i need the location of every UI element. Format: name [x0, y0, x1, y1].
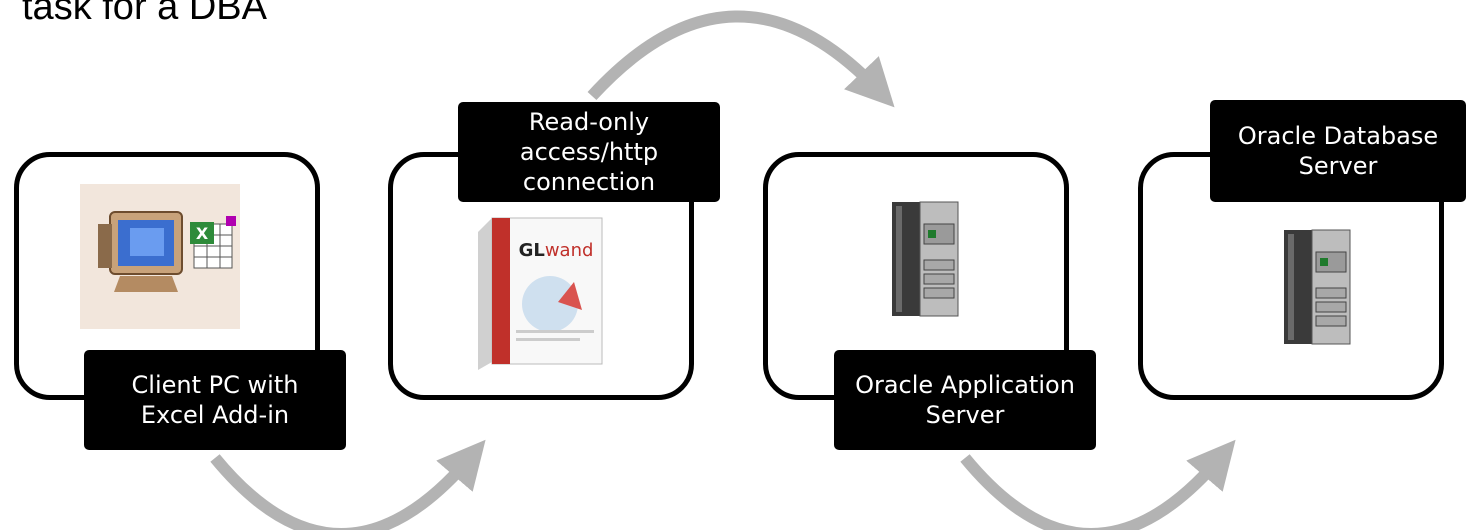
page-title: task for a DBA — [22, 0, 267, 28]
label-database-server: Oracle Database Server — [1210, 100, 1466, 202]
arrow-bottom-left — [210, 439, 486, 530]
server-tower-icon — [1282, 228, 1352, 346]
label-client-pc: Client PC with Excel Add-in — [84, 350, 346, 450]
arrow-bottom-right — [960, 439, 1236, 530]
glwand-brand: GL — [519, 240, 545, 261]
label-application-server: Oracle Application Server — [834, 350, 1096, 450]
server-tower-icon — [890, 200, 960, 318]
svg-text:X: X — [196, 224, 209, 243]
label-read-only-connection: Read-only access/http connection — [458, 102, 720, 202]
glwand-software-box-icon: GLwand — [470, 212, 610, 372]
computer-excel-icon: X — [80, 184, 240, 329]
arrow-top — [587, 10, 895, 108]
glwand-brand-suffix: wand — [545, 240, 594, 261]
svg-text:GLwand: GLwand — [519, 240, 594, 261]
